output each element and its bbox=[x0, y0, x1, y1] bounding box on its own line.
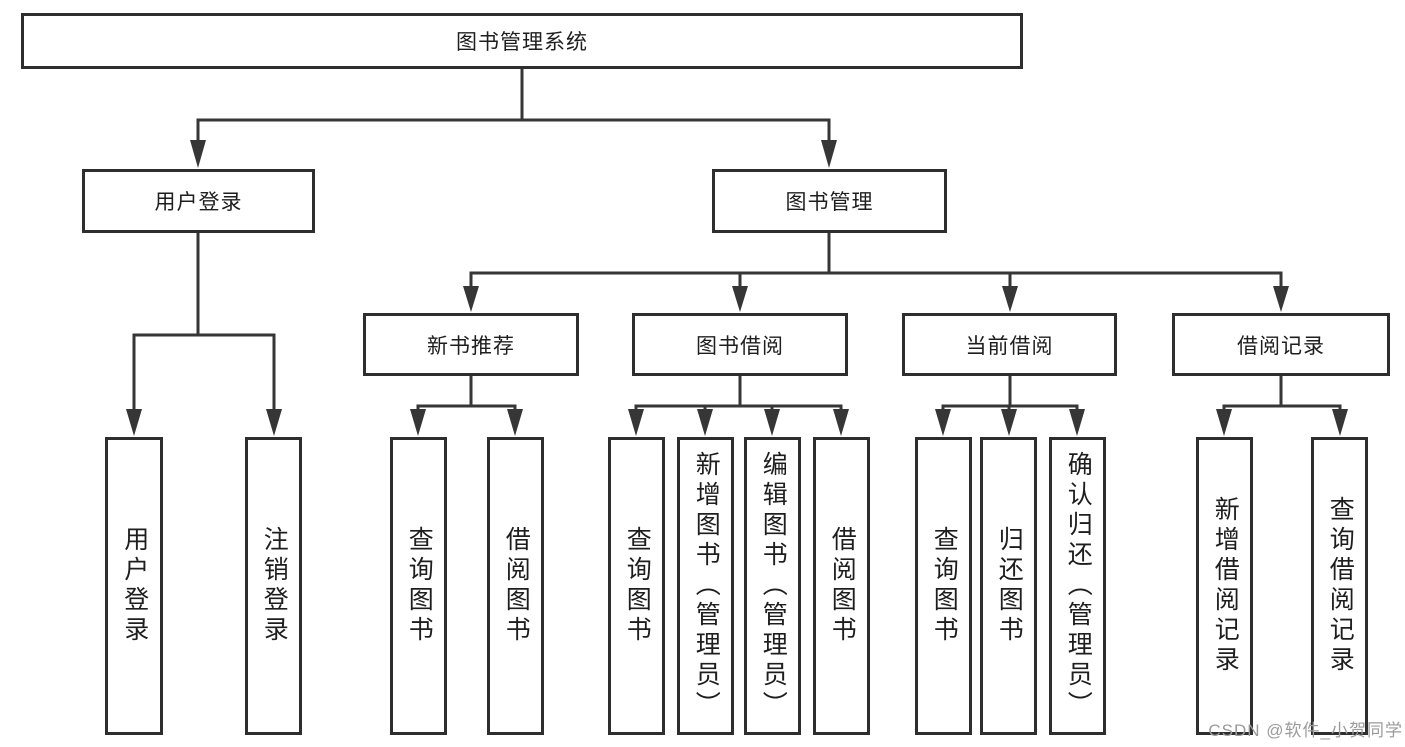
arrow-icon bbox=[833, 409, 849, 436]
leaf-logout: 注销登录 bbox=[245, 437, 302, 735]
arrow-icon bbox=[1002, 286, 1018, 312]
node-borrow-records: 借阅记录 bbox=[1172, 313, 1390, 376]
arrow-icon bbox=[1069, 409, 1085, 436]
node-book-borrow: 图书借阅 bbox=[632, 313, 848, 376]
leaf-nb-borrow-books: 借阅图书 bbox=[487, 437, 544, 735]
leaf-br-add-record: 新增借阅记录 bbox=[1196, 437, 1253, 735]
connector-borrow-records-branch bbox=[1222, 404, 1342, 412]
connector-new-book-branch bbox=[416, 404, 517, 412]
arrow-icon bbox=[1216, 409, 1232, 436]
arrow-icon bbox=[126, 409, 142, 436]
node-user-login: 用户登录 bbox=[82, 169, 315, 233]
arrow-icon bbox=[732, 286, 748, 312]
node-root-system: 图书管理系统 bbox=[21, 13, 1023, 69]
leaf-bb-borrow-books: 借阅图书 bbox=[813, 437, 870, 735]
arrow-icon bbox=[507, 409, 523, 436]
node-current-borrow: 当前借阅 bbox=[902, 313, 1117, 376]
arrow-icon bbox=[764, 409, 780, 436]
node-book-management: 图书管理 bbox=[712, 169, 947, 233]
leaf-bb-add-book-admin: 新增图书（管理员） bbox=[677, 437, 734, 735]
arrow-icon bbox=[190, 140, 206, 168]
arrow-icon bbox=[628, 409, 644, 436]
node-new-book-recommend: 新书推荐 bbox=[363, 313, 579, 376]
connector-book-management-branch bbox=[469, 271, 1283, 288]
arrow-icon bbox=[821, 140, 837, 168]
arrow-icon bbox=[1273, 286, 1289, 312]
leaf-user-login: 用户登录 bbox=[105, 437, 163, 735]
leaf-br-query-record: 查询借阅记录 bbox=[1311, 437, 1368, 735]
arrow-icon bbox=[1332, 409, 1348, 436]
connector-user-login-branch bbox=[132, 333, 276, 412]
leaf-nb-query-books: 查询图书 bbox=[390, 437, 447, 735]
arrow-icon bbox=[266, 409, 282, 436]
arrow-icon bbox=[935, 409, 951, 436]
connector-book-borrow-branch bbox=[634, 404, 843, 412]
arrow-icon bbox=[410, 409, 426, 436]
arrow-icon bbox=[697, 409, 713, 436]
leaf-cb-return-books: 归还图书 bbox=[980, 437, 1037, 735]
arrow-icon bbox=[1001, 409, 1017, 436]
leaf-bb-query-books: 查询图书 bbox=[608, 437, 665, 735]
leaf-cb-confirm-return-admin: 确认归还（管理员） bbox=[1049, 437, 1106, 735]
connector-root-branch bbox=[196, 118, 831, 143]
leaf-bb-edit-book-admin: 编辑图书（管理员） bbox=[744, 437, 801, 735]
arrow-icon bbox=[463, 286, 479, 312]
csdn-watermark: CSDN @软件_小贺同学 bbox=[1208, 721, 1403, 740]
leaf-cb-query-books: 查询图书 bbox=[915, 437, 972, 735]
